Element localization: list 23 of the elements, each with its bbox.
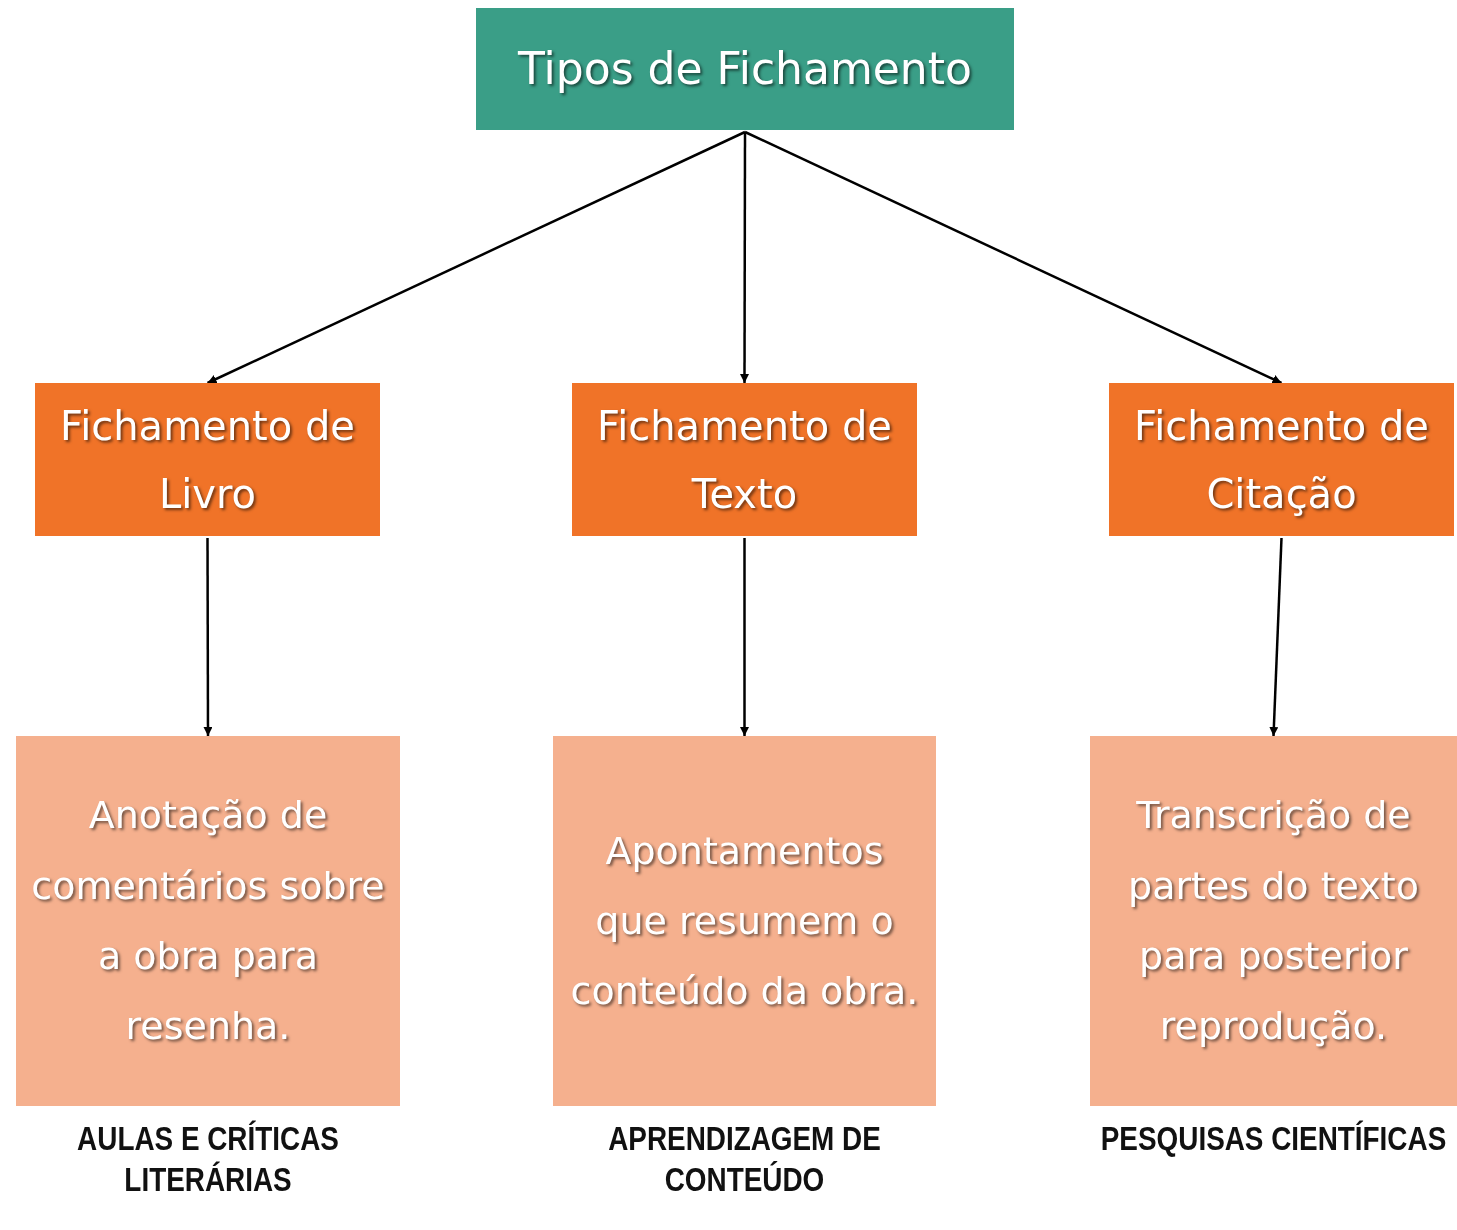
category-box bbox=[572, 383, 917, 536]
box-text: Fichamento de Livro bbox=[59, 401, 356, 519]
arrow bbox=[740, 538, 749, 736]
category-box bbox=[1109, 383, 1454, 536]
arrow bbox=[740, 132, 749, 383]
box-text: Transcrição de partes do texto para posterior reprodução. bbox=[1127, 792, 1420, 1051]
arrow bbox=[1269, 537, 1283, 737]
box-text: Anotação de comentários sobre a obra para resenha. bbox=[30, 792, 386, 1051]
box-text: Fichamento de Texto bbox=[596, 401, 893, 519]
arrow bbox=[206, 130, 746, 385]
usage-caption: AULAS E CRÍTICAS LITERÁRIAS bbox=[76, 1118, 340, 1200]
description-box bbox=[1090, 736, 1457, 1106]
arrow bbox=[744, 130, 1283, 385]
usage-caption: PESQUISAS CIENTÍFICAS bbox=[1099, 1118, 1448, 1159]
title-box bbox=[476, 8, 1014, 130]
box-text: Fichamento de Citação bbox=[1133, 401, 1430, 519]
box-text: Apontamentos que resumem o conteúdo da obra. bbox=[569, 827, 920, 1016]
usage-caption: APRENDIZAGEM DE CONTEÚDO bbox=[607, 1118, 882, 1200]
description-box bbox=[553, 736, 936, 1106]
box-text: Tipos de Fichamento bbox=[518, 41, 972, 96]
category-box bbox=[35, 383, 380, 536]
description-box bbox=[16, 736, 400, 1106]
arrow bbox=[203, 538, 213, 736]
